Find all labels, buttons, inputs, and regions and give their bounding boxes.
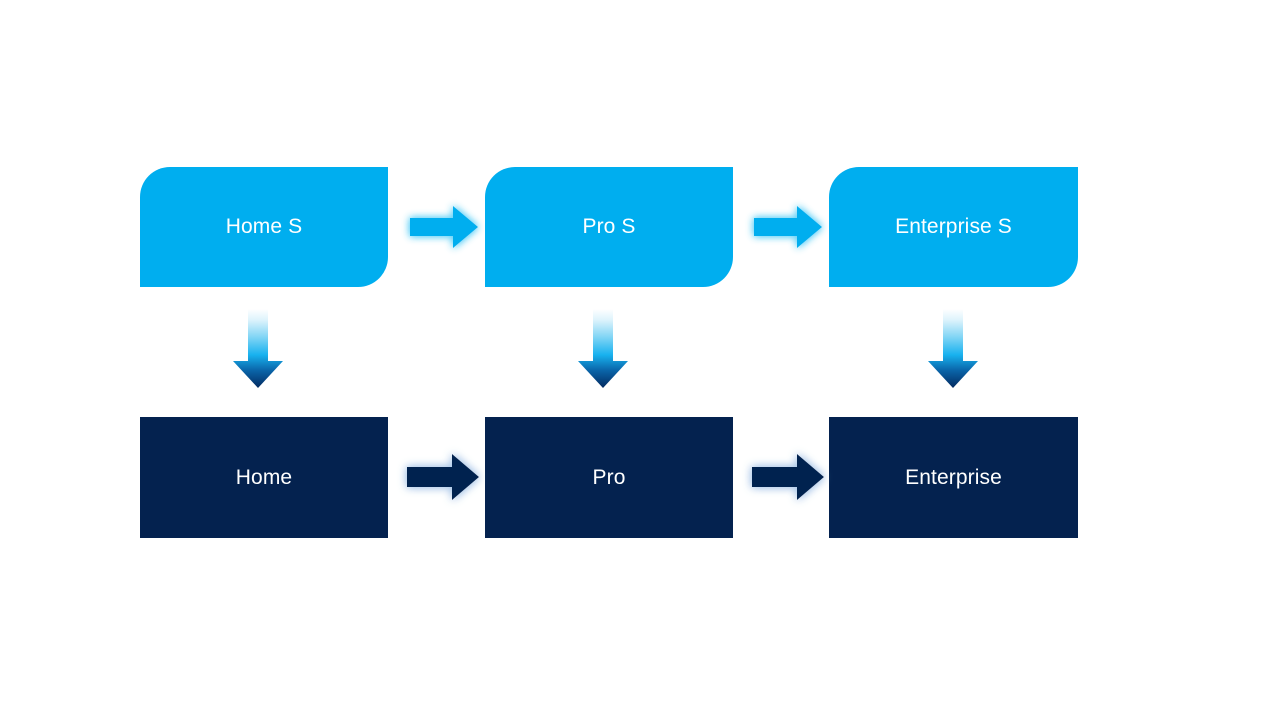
node-label: Enterprise S bbox=[895, 215, 1012, 239]
arrow-down-icon bbox=[928, 309, 978, 388]
node-label: Home S bbox=[225, 215, 303, 239]
connector-pro-s-to-pro bbox=[576, 308, 630, 390]
node-home[interactable]: Home bbox=[140, 417, 388, 538]
connector-home-s-to-pro-s bbox=[408, 204, 480, 250]
connector-enterprise-s-to-enterprise bbox=[926, 308, 980, 390]
node-label: Pro S bbox=[582, 215, 636, 239]
connector-home-s-to-home bbox=[231, 308, 285, 390]
node-label: Home bbox=[235, 465, 293, 489]
arrow-right-icon bbox=[754, 206, 822, 248]
arrow-right-icon bbox=[410, 206, 478, 248]
arrow-right-icon bbox=[752, 454, 824, 500]
node-label: Enterprise bbox=[905, 465, 1002, 489]
node-enterprise[interactable]: Enterprise bbox=[829, 417, 1078, 538]
connector-pro-to-enterprise bbox=[749, 451, 827, 503]
arrow-down-icon bbox=[578, 309, 628, 388]
connector-pro-s-to-enterprise-s bbox=[752, 204, 824, 250]
arrow-down-icon bbox=[233, 309, 283, 388]
connector-home-to-pro bbox=[404, 451, 482, 503]
node-label: Pro bbox=[592, 465, 626, 489]
node-home-s[interactable]: Home S bbox=[140, 167, 388, 287]
arrow-right-icon bbox=[407, 454, 479, 500]
node-pro[interactable]: Pro bbox=[485, 417, 733, 538]
node-enterprise-s[interactable]: Enterprise S bbox=[829, 167, 1078, 287]
node-pro-s[interactable]: Pro S bbox=[485, 167, 733, 287]
